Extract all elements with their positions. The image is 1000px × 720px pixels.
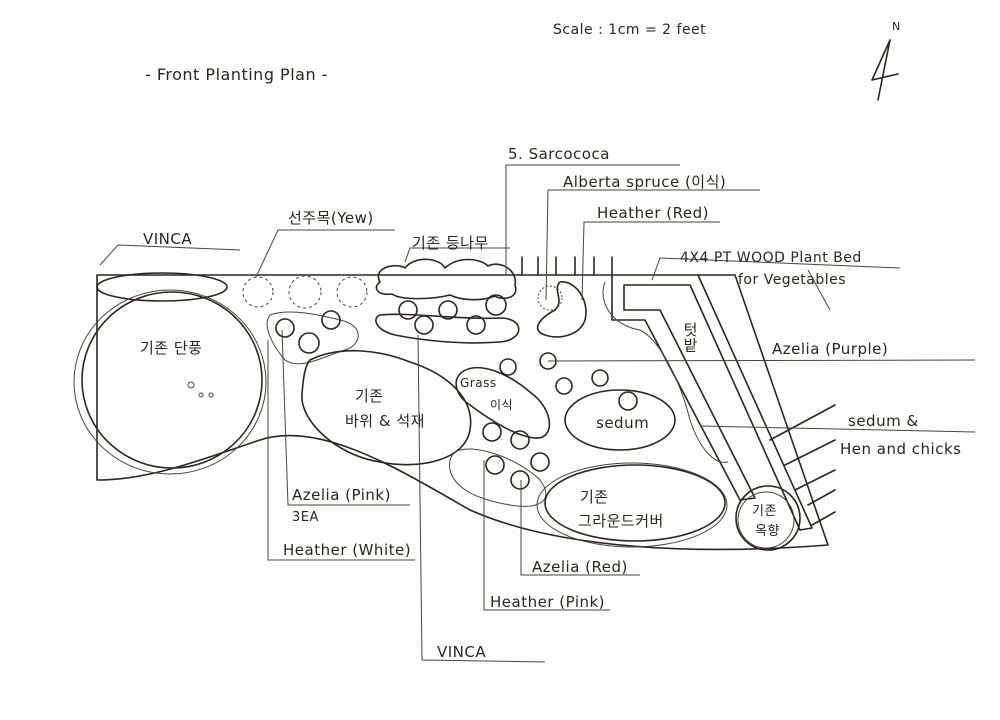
- area-rock: 바위 & 석재: [345, 412, 425, 430]
- label-sedum-hens: sedum &: [848, 412, 919, 430]
- wisteria-hedge: [375, 258, 517, 301]
- north-label: N: [892, 20, 901, 33]
- label-plant-bed: 4X4 PT WOOD Plant Bed: [680, 250, 862, 266]
- label-azelia-pink-qty: 3EA: [292, 510, 319, 525]
- rock-bed: [301, 349, 472, 466]
- area-groundcover: 그라운드커버: [578, 512, 664, 530]
- label-azelia-red: Azelia (Red): [532, 558, 628, 576]
- grass-bed: [455, 367, 551, 439]
- area-sedum: sedum: [596, 414, 650, 432]
- area-groundcover-title: 기존: [580, 488, 609, 506]
- label-alberta-spruce: Alberta spruce (이식): [563, 173, 727, 191]
- page-title: - Front Planting Plan -: [145, 65, 328, 84]
- sedum-bed: [564, 389, 676, 451]
- area-existing-maple: 기존 단풍: [140, 339, 203, 357]
- area-vegetable-garden: 텃밭: [681, 322, 699, 353]
- bed-outline: [96, 274, 829, 551]
- label-vinca-top: VINCA: [143, 230, 193, 248]
- area-grass-sub: 이식: [490, 398, 514, 412]
- groundcover-bed: [544, 464, 726, 542]
- label-azelia-pink: Azelia (Pink): [292, 486, 391, 504]
- area-grass: Grass: [460, 376, 497, 390]
- area-juniper: 옥향: [755, 524, 780, 539]
- label-vinca-bottom: VINCA: [437, 643, 487, 661]
- label-azelia-purple: Azelia (Purple): [772, 340, 889, 358]
- label-yew: 선주목(Yew): [288, 209, 374, 227]
- vinca-bed: [96, 272, 228, 302]
- vegetable-plant-bed: [611, 274, 813, 531]
- yew-shrubs: [242, 275, 368, 309]
- label-heather-red: Heather (Red): [597, 204, 709, 222]
- scale-note: Scale : 1cm = 2 feet: [553, 22, 707, 38]
- label-sedum-hens-sub: Hen and chicks: [840, 440, 962, 458]
- area-rock-title: 기존: [355, 387, 384, 405]
- maple-canopy: [81, 291, 263, 469]
- label-existing-wisteria: 기존 등나무: [412, 234, 489, 252]
- label-plant-bed-sub: for Vegetables: [738, 272, 847, 288]
- juniper: [735, 485, 801, 551]
- north-arrow-icon: [871, 39, 899, 101]
- label-heather-white: Heather (White): [283, 541, 412, 559]
- area-juniper-title: 기존: [752, 504, 777, 519]
- label-heather-pink: Heather (Pink): [490, 593, 606, 611]
- label-sarcococa: 5. Sarcococa: [508, 145, 610, 163]
